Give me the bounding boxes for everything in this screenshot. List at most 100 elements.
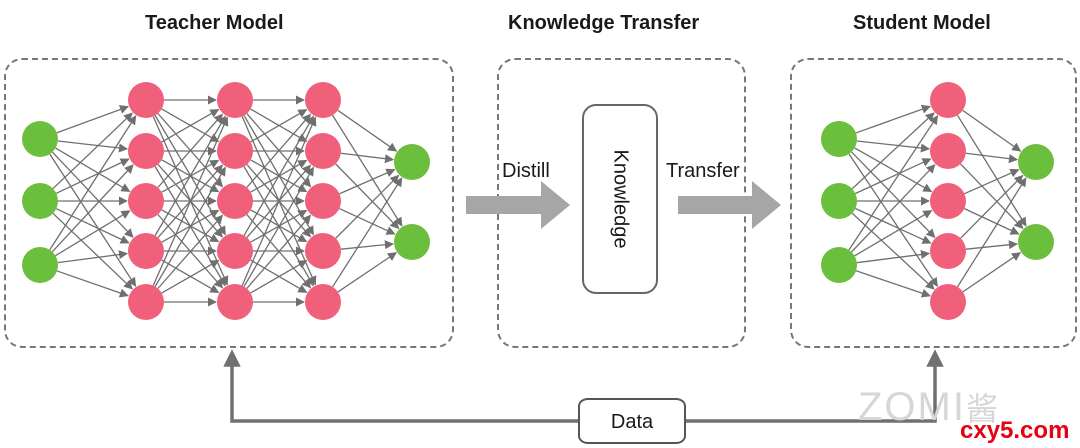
teacher-edge bbox=[55, 147, 131, 192]
student-hidden-node bbox=[930, 284, 966, 320]
data-to-student-line bbox=[686, 349, 944, 423]
knowledge-transfer-title: Knowledge Transfer bbox=[508, 12, 700, 34]
student-model-title: Student Model bbox=[853, 12, 991, 34]
watermark-zomi-cn: 酱 bbox=[965, 390, 1000, 428]
teacher-edge bbox=[250, 108, 308, 143]
knowledge-label: Knowledge bbox=[609, 149, 632, 249]
distill-arrow bbox=[466, 181, 570, 229]
teacher-hidden1-node bbox=[128, 183, 164, 219]
student-edge bbox=[957, 177, 1027, 288]
student-edge bbox=[848, 115, 939, 251]
teacher-hidden1-node bbox=[128, 82, 164, 118]
teacher-edge bbox=[161, 259, 220, 294]
student-hidden-node bbox=[930, 233, 966, 269]
student-output-node bbox=[1018, 144, 1054, 180]
teacher-edge bbox=[339, 207, 396, 235]
teacher-edge bbox=[51, 151, 134, 238]
teacher-edge bbox=[56, 208, 130, 244]
student-edge bbox=[848, 153, 938, 287]
data-label: Data bbox=[610, 411, 654, 433]
student-edge bbox=[962, 109, 1022, 152]
teacher-edge bbox=[340, 152, 395, 164]
teacher-edge bbox=[335, 163, 400, 230]
student-edge bbox=[851, 212, 935, 290]
student-edge bbox=[855, 158, 932, 195]
teacher-output-node bbox=[394, 144, 430, 180]
teacher-edge bbox=[51, 164, 134, 253]
teacher-model-box bbox=[4, 58, 454, 348]
teacher-edge bbox=[52, 112, 133, 190]
teacher-hidden3-node bbox=[305, 183, 341, 219]
student-edge bbox=[956, 114, 1027, 227]
student-input-node bbox=[821, 247, 857, 283]
teacher-hidden2-node bbox=[217, 284, 253, 320]
teacher-hidden1-node bbox=[128, 284, 164, 320]
watermark-site: cxy5.com bbox=[960, 417, 1070, 444]
teacher-edge bbox=[337, 109, 398, 152]
teacher-model-title: Teacher Model bbox=[145, 12, 284, 34]
teacher-edge bbox=[52, 212, 133, 290]
student-hidden-node bbox=[930, 133, 966, 169]
teacher-edge bbox=[56, 105, 130, 134]
teacher-edge bbox=[56, 270, 129, 298]
teacher-edge bbox=[246, 113, 312, 188]
teacher-hidden2-node bbox=[217, 183, 253, 219]
teacher-edge bbox=[49, 153, 137, 287]
teacher-edge bbox=[339, 168, 396, 195]
knowledge-box: Knowledge bbox=[582, 104, 658, 294]
student-edge bbox=[964, 208, 1020, 235]
student-edge bbox=[851, 151, 936, 239]
student-edge bbox=[962, 252, 1022, 293]
student-hidden-node bbox=[930, 82, 966, 118]
student-input-node bbox=[821, 121, 857, 157]
student-edge bbox=[855, 104, 931, 134]
teacher-input-node bbox=[22, 121, 58, 157]
teacher-edge bbox=[152, 116, 229, 286]
teacher-edge bbox=[157, 113, 224, 188]
teacher-hidden1-node bbox=[128, 133, 164, 169]
student-edge bbox=[965, 152, 1019, 164]
teacher-edge bbox=[337, 252, 398, 293]
teacher-edge bbox=[250, 259, 308, 294]
teacher-edge bbox=[157, 214, 224, 289]
student-edge bbox=[850, 164, 936, 253]
teacher-hidden2-node bbox=[217, 82, 253, 118]
teacher-edge bbox=[246, 214, 312, 289]
student-edge bbox=[854, 210, 933, 257]
teacher-hidden2-node bbox=[217, 133, 253, 169]
teacher-hidden3-node bbox=[305, 284, 341, 320]
watermark-zomi-text: ZOMI bbox=[858, 385, 966, 429]
student-model-box bbox=[790, 58, 1077, 348]
teacher-hidden3-node bbox=[305, 133, 341, 169]
teacher-output-node bbox=[394, 224, 430, 260]
student-edge bbox=[855, 270, 931, 298]
student-edge bbox=[855, 207, 932, 244]
teacher-edge bbox=[57, 250, 129, 264]
student-input-node bbox=[821, 183, 857, 219]
student-output-node bbox=[1018, 224, 1054, 260]
teacher-input-node bbox=[22, 247, 58, 283]
teacher-input-node bbox=[22, 183, 58, 219]
student-hidden-node bbox=[930, 183, 966, 219]
teacher-edge bbox=[241, 116, 317, 286]
student-edge bbox=[854, 147, 933, 193]
student-edge bbox=[965, 240, 1019, 250]
transfer-arrow bbox=[678, 181, 781, 229]
teacher-edge bbox=[161, 108, 220, 143]
teacher-hidden3-node bbox=[305, 233, 341, 269]
teacher-edge bbox=[49, 115, 137, 251]
teacher-hidden2-node bbox=[217, 233, 253, 269]
teacher-edge bbox=[243, 166, 314, 287]
teacher-edge bbox=[340, 240, 395, 250]
data-to-teacher-line bbox=[223, 349, 578, 423]
distill-label: Distill bbox=[502, 160, 550, 182]
student-edge bbox=[960, 174, 1024, 239]
teacher-edge bbox=[332, 114, 403, 227]
teacher-edge bbox=[154, 115, 226, 236]
teacher-edge bbox=[332, 177, 403, 288]
student-edge bbox=[964, 168, 1020, 195]
teacher-edge bbox=[56, 158, 130, 194]
teacher-edge bbox=[154, 166, 226, 287]
transfer-label: Transfer bbox=[666, 160, 740, 182]
